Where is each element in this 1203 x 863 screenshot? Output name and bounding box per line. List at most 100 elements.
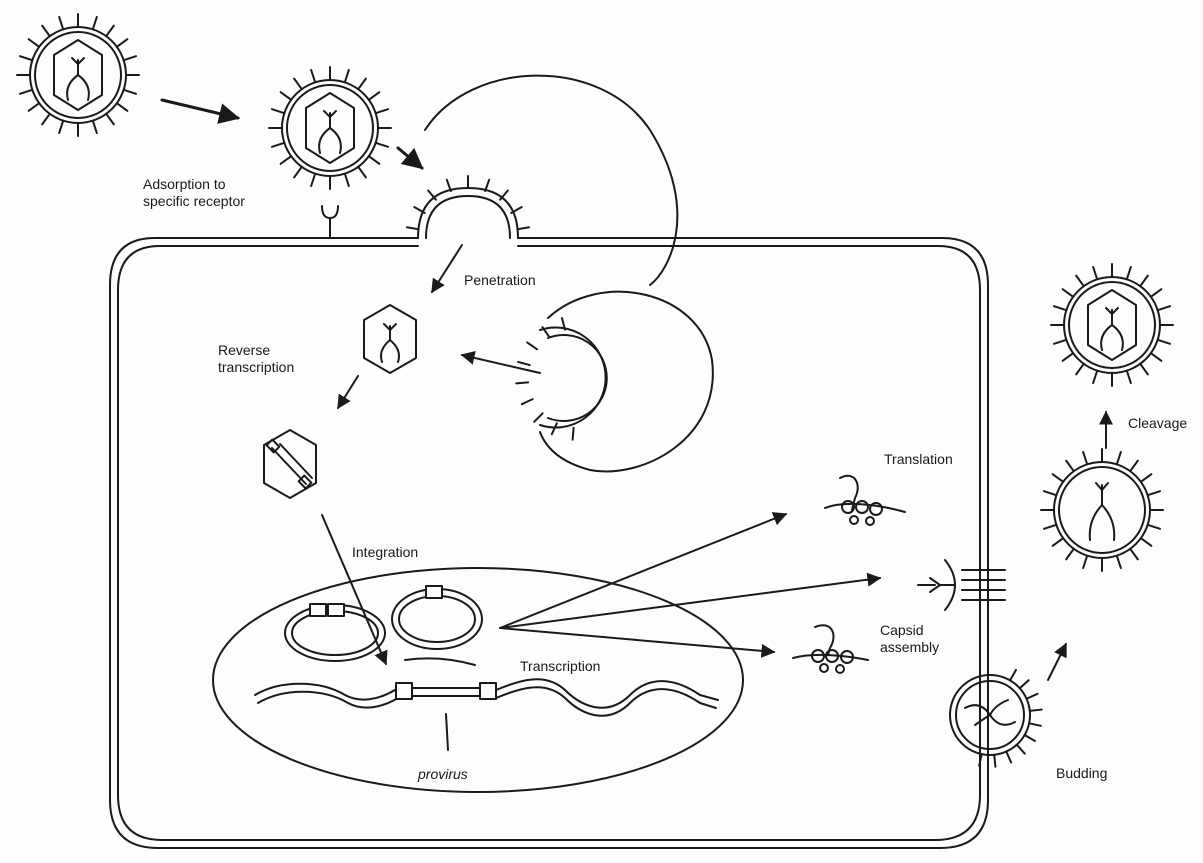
envelope-spike [1025,735,1035,741]
envelope-spike [20,90,32,94]
envelope-spike [1010,670,1016,680]
label-capsid-assembly-line-2: assembly [880,639,939,656]
envelope-spike [20,56,32,60]
envelope-spike [1054,306,1066,310]
envelope-spike [117,39,128,47]
envelope-spike [994,755,995,767]
envelope-spike [294,167,302,178]
label-reverse-transcription-line-2: transcription [218,359,294,376]
envelope-spike [369,156,380,164]
envelope-spike [345,174,349,186]
envelope-spike [1127,267,1131,279]
envelope-spike [281,92,292,100]
envelope-spike [1093,267,1097,279]
immature-virion [1041,449,1163,571]
envelope-spike [106,26,114,37]
label-capsid-assembly-line-1: Capsid [880,622,939,639]
label-transcription: Transcription [520,658,600,675]
envelope-spike [376,109,388,113]
label-adsorption-line-2: specific receptor [143,193,245,210]
envelope-spike [106,114,114,125]
label-cleavage: Cleavage [1128,415,1187,432]
label-reverse-transcription: Reverse transcription [218,342,294,376]
released-capsid [364,305,416,373]
envelope-spike [1158,340,1170,344]
envelope-spike [345,70,349,82]
envelope-spike [272,109,284,113]
label-integration: Integration [352,544,418,561]
envelope-spike [93,17,97,29]
envelope-spike [1076,276,1084,287]
envelope-spike [272,143,284,147]
free-virion-1 [17,14,139,136]
envelope-spike [1020,680,1029,688]
endosome-with-envelope [516,318,607,440]
envelope-spike [29,39,40,47]
envelope-spike [522,399,533,404]
envelope-spike [358,167,366,178]
envelope-spike [117,103,128,111]
host-chromosome-with-provirus [255,658,718,715]
process-arrows [162,100,1106,680]
envelope-spike [1006,752,1011,763]
budding-virion [950,670,1042,767]
envelope-spike [1066,549,1074,560]
unintegrated-circular-dna-1 [285,604,385,661]
envelope-spike [1117,556,1121,568]
envelope-spike [552,423,557,434]
approaching-virion [269,67,391,189]
envelope-spike [1027,694,1038,699]
envelope-spike [517,227,529,229]
unintegrated-circular-dna-2 [392,586,482,649]
envelope-spike [1140,364,1148,375]
provirus-pointer [446,714,448,750]
envelope-spike [1029,723,1041,725]
envelope-spike [1066,461,1074,472]
envelope-spike [1141,474,1152,482]
envelope-spike [358,79,366,90]
envelope-spike [1148,491,1160,495]
envelope-spike [1054,340,1066,344]
envelope-spike [1030,710,1042,711]
envelope-spike [1076,364,1084,375]
envelope-spike [294,79,302,90]
envelope-spike [1053,538,1064,546]
envelope-spike [573,428,574,440]
envelope-spike [518,362,530,365]
envelope-spike [124,90,136,94]
envelope-spike [1151,353,1162,361]
envelope-spike [1140,276,1148,287]
envelope-spike [407,227,419,229]
envelope-spike [93,121,97,133]
envelope-spike [1017,745,1025,754]
label-adsorption-line-1: Adsorption to [143,176,245,193]
envelope-spike [1083,452,1087,464]
membrane-fusion-site [407,176,529,238]
endosome-large-circle [540,292,713,472]
envelope-spike [1141,538,1152,546]
envelope-spike [29,103,40,111]
envelope-spike [42,114,50,125]
envelope-spike [1053,474,1064,482]
nucleus [213,568,743,792]
specific-receptor [322,206,338,238]
capsid-assembly-site [918,560,1005,610]
envelope-spike [1063,353,1074,361]
envelope-spike [42,26,50,37]
envelope-spike [516,382,528,383]
translation-polysome-2 [793,625,868,673]
envelope-spike [369,92,380,100]
translation-polysome-1 [825,476,905,525]
label-adsorption: Adsorption to specific receptor [143,176,245,210]
envelope-spike [311,70,315,82]
label-translation: Translation [884,451,953,468]
envelope-spike [1063,289,1074,297]
envelope-spike [281,156,292,164]
label-provirus: provirus [418,766,468,783]
envelope-spike [1127,371,1131,383]
envelope-spike [124,56,136,60]
label-capsid-assembly: Capsid assembly [880,622,939,656]
envelope-spike [1130,461,1138,472]
